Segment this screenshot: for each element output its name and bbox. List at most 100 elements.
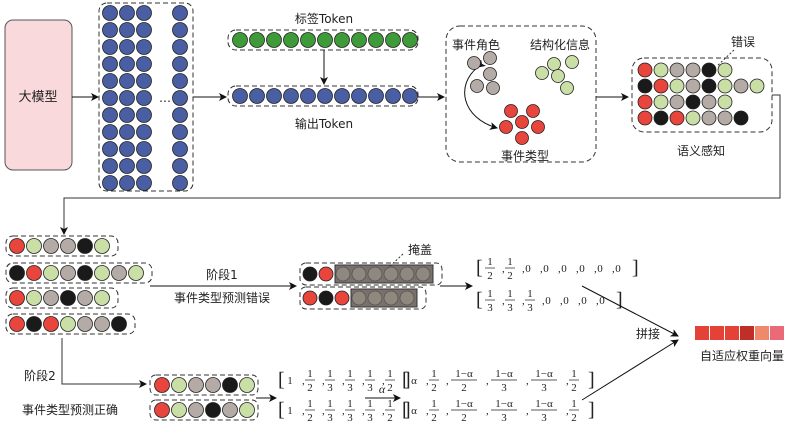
role-type-link xyxy=(464,59,498,130)
semantic-perception-label: 语义感知 xyxy=(677,143,725,158)
hidden-token xyxy=(102,56,118,72)
event-type-token xyxy=(515,115,529,129)
token-gray xyxy=(205,377,221,393)
numerator: 1 xyxy=(487,256,493,268)
denominator: 3 xyxy=(367,382,373,394)
denominator: 3 xyxy=(541,382,547,394)
event-type-token xyxy=(515,131,529,145)
token-black xyxy=(302,266,318,282)
output-token xyxy=(232,88,248,104)
masked-token xyxy=(335,266,351,282)
comma: , xyxy=(342,375,345,387)
output-token-title: 输出Token xyxy=(295,116,353,131)
stage1-masked-rows xyxy=(299,262,443,310)
numerator: 1 xyxy=(571,398,577,410)
event-role-token xyxy=(470,79,484,93)
numerator: 1−α xyxy=(535,398,553,410)
vector-value: 0 xyxy=(581,295,587,307)
token-red xyxy=(669,110,685,126)
token-black xyxy=(9,265,25,281)
label-token xyxy=(232,32,248,48)
token-gray xyxy=(77,316,93,332)
error-callout: 错误 xyxy=(731,35,755,49)
arrow-stage2-concat xyxy=(581,339,679,401)
token-black xyxy=(111,316,127,332)
hidden-token xyxy=(136,56,152,72)
comma: , xyxy=(502,295,505,307)
comma: , xyxy=(502,263,505,275)
weight-cell xyxy=(695,326,709,340)
comma: , xyxy=(576,263,579,275)
vector-value: 1 xyxy=(287,405,293,417)
adaptive-weight-label: 自适应权重向量 xyxy=(700,348,784,363)
numerator: 1 xyxy=(387,368,393,380)
row-frame xyxy=(149,399,259,421)
vector-value: α xyxy=(411,375,417,387)
weight-cell xyxy=(770,326,784,340)
numerator: 1−α xyxy=(455,368,473,380)
large-model-node: 大模型 xyxy=(4,19,73,171)
token-black xyxy=(318,290,334,306)
stage2-title: 阶段2 xyxy=(24,368,56,383)
denominator: 2 xyxy=(431,412,437,424)
denominator: 2 xyxy=(571,412,577,424)
token-black xyxy=(26,316,42,332)
token-lightgreen xyxy=(94,265,110,281)
hidden-token xyxy=(136,90,152,106)
token-lightgreen xyxy=(171,377,187,393)
bracket-left: [ xyxy=(278,369,285,391)
hidden-token xyxy=(172,56,188,72)
stage2-alpha-vectors: [α,12,1−α2,1−α3,1−α3,12][α,12,1−α2,1−α3,… xyxy=(402,368,595,424)
bracket-right: ] xyxy=(588,399,595,421)
output-token xyxy=(266,88,282,104)
token-red xyxy=(43,316,59,332)
denominator: 2 xyxy=(307,412,313,424)
output-token-row xyxy=(227,85,419,107)
label-token xyxy=(351,32,367,48)
numerator: 1 xyxy=(327,398,333,410)
hidden-token xyxy=(172,175,188,191)
token-gray xyxy=(733,78,749,94)
token-lightgreen xyxy=(653,62,669,78)
token-red xyxy=(154,377,170,393)
hidden-token xyxy=(119,124,135,140)
denominator: 3 xyxy=(367,412,373,424)
vector-value: 0 xyxy=(563,295,569,307)
numerator: 1 xyxy=(507,288,513,300)
bracket-right: ] xyxy=(632,257,639,279)
hidden-token xyxy=(119,90,135,106)
masked-token xyxy=(351,266,367,282)
comma: , xyxy=(362,405,365,417)
numerator: 1 xyxy=(507,256,513,268)
numerator: 1−α xyxy=(535,368,553,380)
token-lightgreen xyxy=(171,402,187,418)
hidden-token xyxy=(119,5,135,21)
numerator: 1 xyxy=(307,398,313,410)
token-lightgreen xyxy=(685,110,701,126)
bracket-right: ] xyxy=(404,369,411,391)
token-red xyxy=(9,316,25,332)
row-frame xyxy=(149,374,259,396)
comma: , xyxy=(578,295,581,307)
bracket-right: ] xyxy=(588,369,595,391)
token-black xyxy=(701,62,717,78)
masked-token xyxy=(351,290,367,306)
comma: , xyxy=(446,405,449,417)
semantic-perception-group xyxy=(631,57,773,133)
token-gray xyxy=(60,238,76,254)
token-gray xyxy=(685,78,701,94)
token-red xyxy=(637,62,653,78)
token-lightgreen xyxy=(128,265,144,281)
denominator: 3 xyxy=(347,412,353,424)
arrow-stage2 xyxy=(61,338,147,388)
numerator: 1−α xyxy=(495,398,513,410)
vector-value: 0 xyxy=(561,263,567,275)
numerator: 1 xyxy=(527,288,533,300)
stage1-title: 阶段1 xyxy=(206,267,238,282)
bracket-right: ] xyxy=(616,289,623,311)
hidden-token xyxy=(172,73,188,89)
token-gray xyxy=(188,402,204,418)
row-frame xyxy=(299,262,443,286)
label-token xyxy=(334,32,350,48)
